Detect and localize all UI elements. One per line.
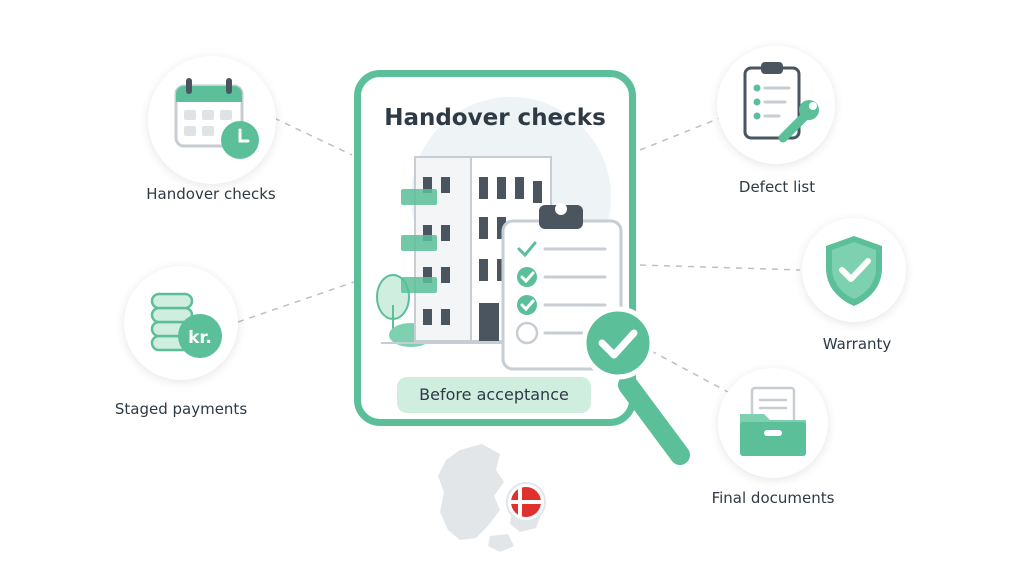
node-label: Handover checks [146,185,276,203]
node-label: Final documents [711,489,835,507]
denmark-map-icon [438,444,546,552]
connector-documents [639,344,729,393]
before-acceptance-badge: Before acceptance [397,377,591,413]
card-title: Handover checks [384,105,606,131]
shield-check-icon [802,218,906,322]
connector-calendar [273,117,353,156]
connector-payments [237,281,355,323]
folder-documents-icon [718,368,828,478]
checkmark-icon [598,329,638,359]
clipboard-wrench-icon [717,46,835,164]
kr-badge-text: kr. [188,328,212,348]
connector-defects [639,117,721,151]
danish-flag-icon [506,482,546,522]
node-label: Warranty [822,335,892,353]
connector-warranty [639,264,801,271]
building-illustration [376,97,623,371]
calendar-clock-icon [148,56,276,184]
coin-stack-icon: kr. [124,266,238,380]
node-label: Staged payments [114,400,248,418]
magnifier-icon [581,306,690,465]
node-label: Defect list [738,178,816,196]
center-card: Handover checks Before acceptance [354,70,636,426]
